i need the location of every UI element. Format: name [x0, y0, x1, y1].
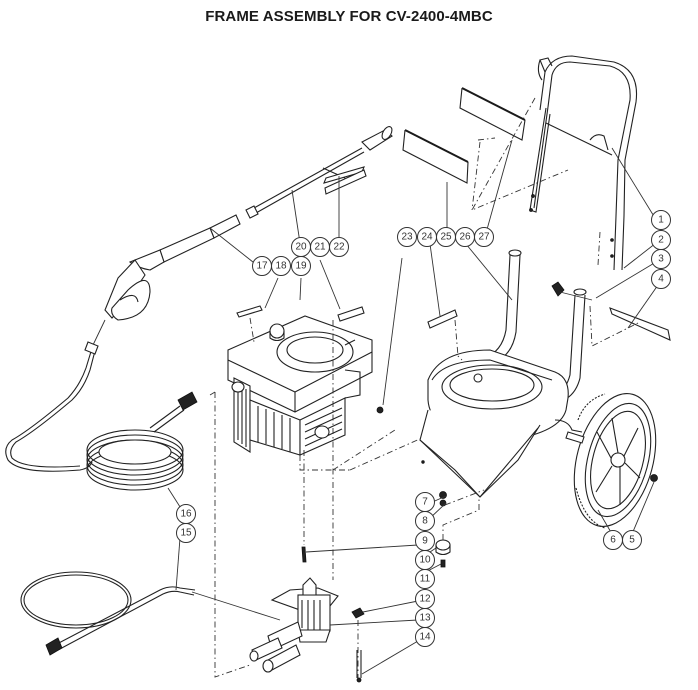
callout-3: 3 — [651, 249, 671, 269]
pump-part — [249, 577, 339, 673]
callout-label: 9 — [422, 536, 428, 547]
callout-circle — [651, 210, 671, 230]
decal-18 — [236, 305, 263, 318]
callout-label: 11 — [420, 574, 431, 585]
callout-label: 1 — [658, 215, 664, 226]
callout-19: 19 — [291, 256, 311, 276]
foot-part — [435, 539, 451, 551]
callout-label: 20 — [295, 242, 307, 253]
callout-label: 7 — [422, 497, 428, 508]
callout-label: 14 — [419, 632, 431, 643]
decal-21 — [337, 306, 365, 322]
wheel-nut-part — [650, 474, 658, 482]
callout-16: 16 — [176, 504, 196, 524]
callout-label: 16 — [180, 509, 192, 520]
callout-label: 5 — [629, 535, 635, 546]
engine-part — [227, 315, 373, 456]
spray-gun-part — [92, 214, 241, 346]
callout-circle — [415, 627, 435, 647]
callout-25: 25 — [436, 227, 456, 247]
callout-22: 22 — [329, 237, 349, 257]
callout-label: 24 — [421, 232, 433, 243]
callout-5: 5 — [622, 530, 642, 550]
callout-23: 23 — [397, 227, 417, 247]
handle-part — [529, 55, 638, 271]
screw-23-part — [376, 406, 384, 414]
callout-label: 8 — [422, 516, 428, 527]
callout-17: 17 — [252, 256, 272, 276]
callout-label: 17 — [256, 261, 268, 272]
callout-label: 4 — [658, 274, 664, 285]
callout-1: 1 — [651, 210, 671, 230]
callout-label: 15 — [180, 528, 192, 539]
pump-fitting-part — [351, 607, 365, 619]
diagram-title: FRAME ASSEMBLY FOR CV-2400-4MBC — [205, 8, 493, 25]
callout-label: 3 — [658, 254, 664, 265]
callout-11: 11 — [415, 569, 435, 589]
callout-circle — [176, 504, 196, 524]
callout-10: 10 — [415, 550, 435, 570]
knob-part — [551, 281, 565, 297]
callout-label: 21 — [314, 242, 326, 253]
callout-label: 13 — [419, 613, 431, 624]
callout-8: 8 — [415, 511, 435, 531]
callout-18: 18 — [271, 256, 291, 276]
decals-top — [402, 87, 569, 211]
callout-label: 10 — [419, 555, 431, 566]
callout-14: 14 — [415, 627, 435, 647]
callout-26: 26 — [455, 227, 475, 247]
pump-bolt-part — [356, 650, 362, 678]
hose-coil-part — [5, 341, 198, 491]
callout-13: 13 — [415, 608, 435, 628]
callout-2: 2 — [651, 230, 671, 250]
callout-circle — [651, 249, 671, 269]
callout-label: 22 — [333, 242, 345, 253]
decal-22 — [324, 169, 367, 195]
callout-label: 6 — [610, 535, 616, 546]
callout-circle — [651, 269, 671, 289]
callout-circle — [415, 511, 435, 531]
callout-label: 19 — [295, 261, 307, 272]
callout-label: 12 — [419, 594, 431, 605]
callout-label: 23 — [401, 232, 413, 243]
callout-20: 20 — [291, 237, 311, 257]
callout-27: 27 — [474, 227, 494, 247]
callout-circle — [474, 227, 494, 247]
callout-4: 4 — [651, 269, 671, 289]
callout-circle — [271, 256, 291, 276]
frame-part — [419, 249, 587, 498]
callout-label: 27 — [478, 232, 490, 243]
callout-circle — [603, 530, 623, 550]
callout-label: 18 — [275, 261, 287, 272]
callout-label: 25 — [440, 232, 452, 243]
callout-9: 9 — [415, 531, 435, 551]
callout-15: 15 — [176, 523, 196, 543]
wheel-part — [565, 393, 657, 529]
callout-circle — [415, 569, 435, 589]
callout-label: 26 — [459, 232, 471, 243]
wand-part — [245, 126, 393, 219]
callout-circle — [329, 237, 349, 257]
callout-7: 7 — [415, 492, 435, 512]
decal-strip-part — [609, 307, 671, 341]
callout-24: 24 — [417, 227, 437, 247]
callout-12: 12 — [415, 589, 435, 609]
callout-21: 21 — [310, 237, 330, 257]
decal-24 — [427, 309, 458, 329]
callout-label: 2 — [658, 235, 664, 246]
callout-circle — [397, 227, 417, 247]
callout-6: 6 — [603, 530, 623, 550]
hose-short-part — [20, 571, 281, 656]
